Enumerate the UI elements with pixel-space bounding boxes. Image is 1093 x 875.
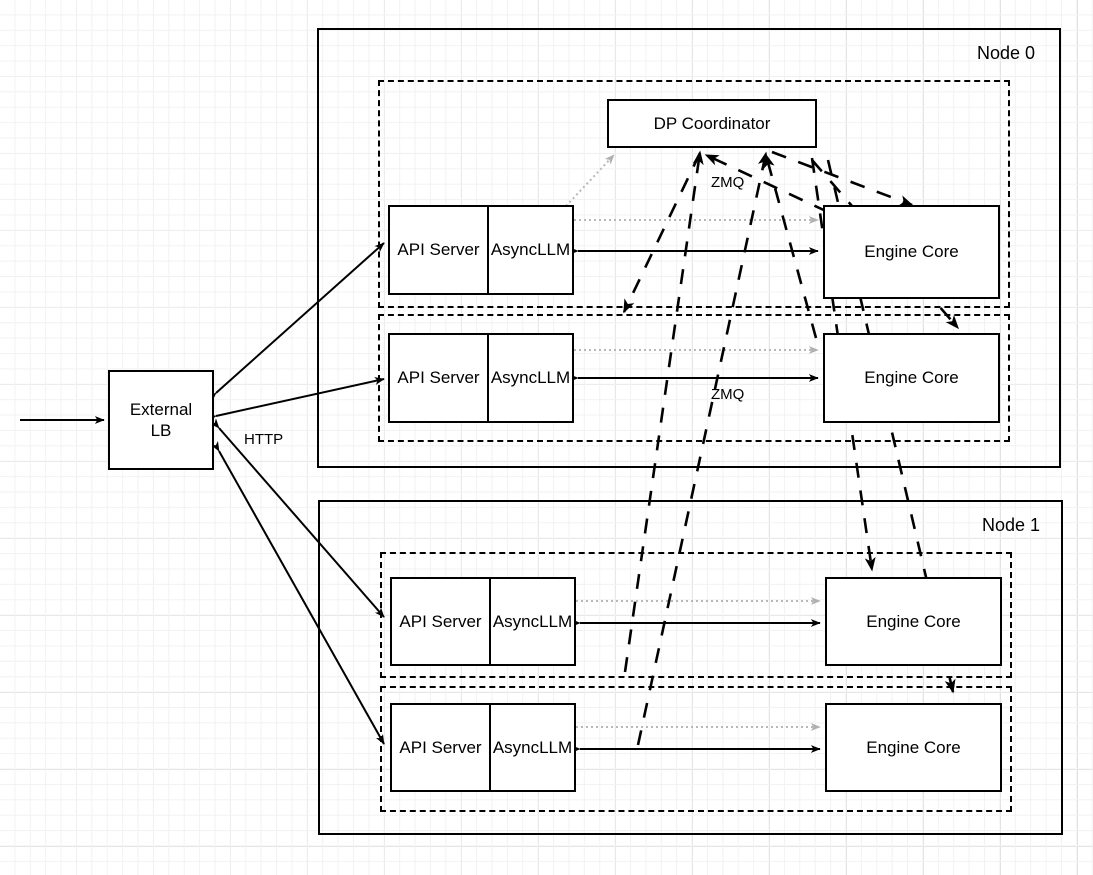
node-1-rank-1-async-llm[interactable]: AsyncLLM [492,737,573,757]
dp-coordinator-box[interactable]: DP Coordinator [607,99,817,148]
node-0-rank-0-async-llm[interactable]: AsyncLLM [490,240,571,259]
node-0-rank-1-engine-core[interactable]: Engine Core [823,333,1000,423]
node-1-rank-1-group [380,686,1012,812]
zmq-label-node-0-rank-0: ZMQ [711,174,745,191]
external-lb-label-line1: External [129,399,193,419]
node-1-rank-1-api-unit[interactable]: API Server AsyncLLM [390,703,576,792]
node-0-rank-1-api-unit[interactable]: API Server AsyncLLM [388,333,574,423]
node-1-rank-0-api-server[interactable]: API Server [392,579,491,664]
external-lb-label-line2: LB [150,421,172,440]
node-0-rank-1-api-server[interactable]: API Server [390,335,489,421]
node-1-rank-0-async-llm[interactable]: AsyncLLM [492,611,573,631]
node-1-label: Node 1 [982,515,1041,535]
node-0-rank-0-api-server[interactable]: API Server [390,207,489,293]
node-0-rank-0-engine-core-label: Engine Core [864,242,959,261]
node-0-label: Node 0 [977,43,1036,63]
node-0-rank-1-group [378,314,1010,442]
node-1-rank-0-engine-core[interactable]: Engine Core [825,577,1002,666]
node-0-rank-0-engine-core[interactable]: Engine Core [823,205,1000,299]
node-0-container [317,28,1061,468]
node-0-rank-1-async-llm[interactable]: AsyncLLM [490,368,571,387]
zmq-label-node-0-rank-1: ZMQ [711,386,745,403]
node-1-rank-1-engine-core[interactable]: Engine Core [825,703,1002,792]
external-lb-box[interactable]: External LB [108,370,214,470]
node-1-rank-1-engine-core-label: Engine Core [866,737,961,757]
node-1-rank-1-api-server[interactable]: API Server [392,705,491,790]
http-label: HTTP [244,431,284,448]
node-0-rank-0-api-unit[interactable]: API Server AsyncLLM [388,205,574,295]
node-1-container [318,500,1063,835]
dp-coordinator-label: DP Coordinator [653,113,771,133]
node-1-rank-0-api-unit[interactable]: API Server AsyncLLM [390,577,576,666]
node-0-rank-0-group [378,80,1010,308]
node-0-rank-1-engine-core-label: Engine Core [864,368,959,387]
node-1-rank-0-group [380,552,1012,678]
node-1-rank-0-engine-core-label: Engine Core [866,611,961,631]
